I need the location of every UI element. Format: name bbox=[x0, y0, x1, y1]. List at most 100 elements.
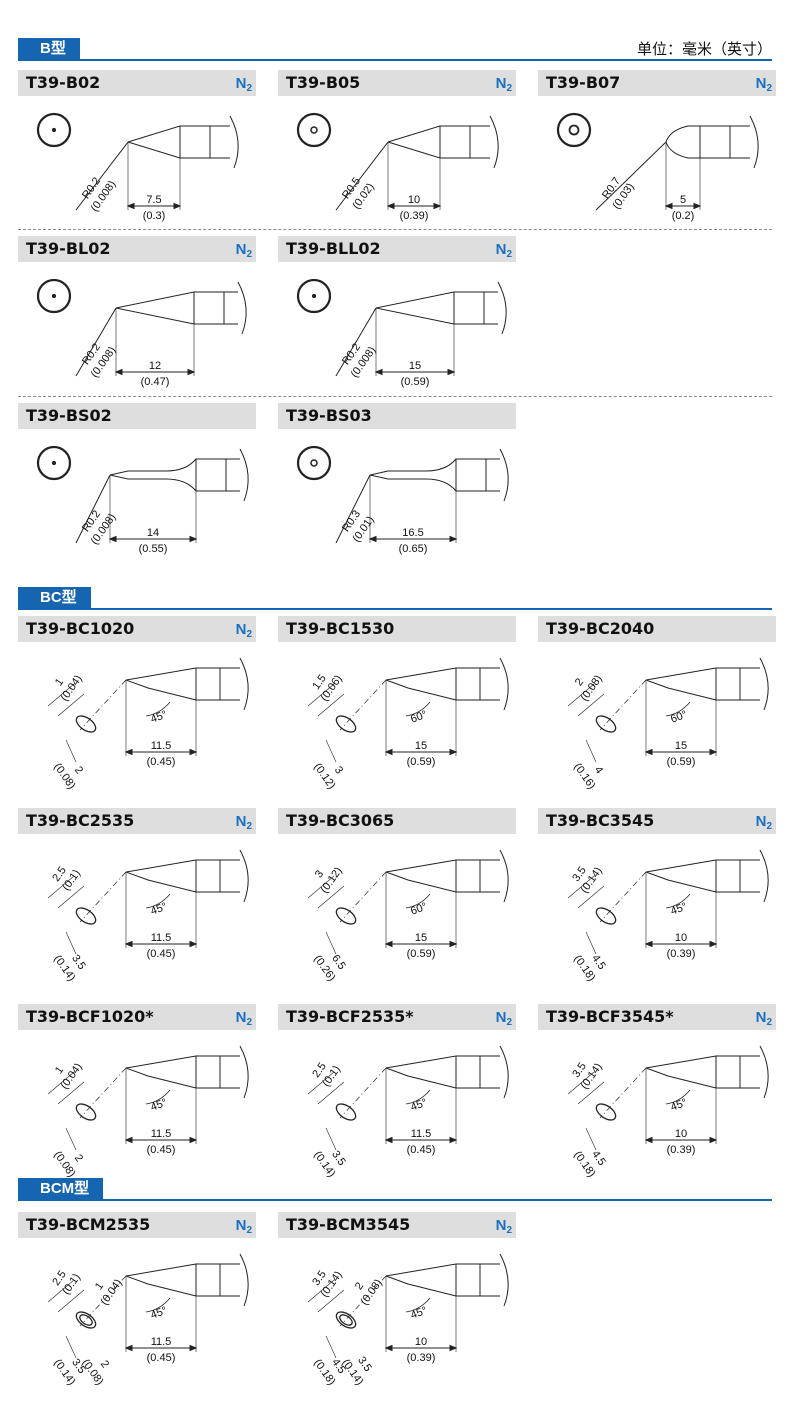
length-inch-label: (0.55) bbox=[139, 543, 168, 555]
depth-mm-label: 3 bbox=[332, 764, 345, 776]
n2-subscript: 2 bbox=[506, 83, 512, 94]
tip-model-name: T39-BCM3545 bbox=[286, 1215, 411, 1234]
end-view-circle bbox=[296, 278, 332, 314]
center-line bbox=[599, 679, 647, 731]
tip-header: T39-BS02 bbox=[18, 403, 256, 429]
tip-model-name: T39-BCF3545* bbox=[546, 1007, 674, 1026]
n2-subscript: 2 bbox=[766, 821, 772, 832]
tip-outline bbox=[645, 667, 760, 681]
n2-symbol: N bbox=[235, 813, 247, 830]
center-line bbox=[339, 1067, 387, 1119]
n2-subscript: 2 bbox=[506, 249, 512, 260]
tip-model-name: T39-BC2040 bbox=[546, 619, 655, 638]
section-label: B型 bbox=[40, 40, 66, 57]
nitrogen-badge: N2 bbox=[235, 241, 252, 260]
n2-subscript: 2 bbox=[246, 1225, 252, 1236]
end-view-circle bbox=[36, 278, 72, 314]
tip-drawing: 7.5(0.3)R0.2(0.008) bbox=[36, 112, 239, 222]
tip-outline bbox=[375, 291, 498, 309]
tip-drawing: 45°2.5(0.1)3.5(0.14)1(0.04)2(0.08)11.5(0… bbox=[47, 1253, 249, 1387]
n2-symbol: N bbox=[495, 1009, 507, 1026]
length-mm-label: 11.5 bbox=[411, 1128, 432, 1140]
nitrogen-badge: N2 bbox=[756, 75, 772, 94]
dimension-arrows bbox=[374, 368, 456, 376]
extension-line bbox=[47, 1071, 75, 1095]
break-line bbox=[489, 115, 499, 169]
tip-model-name: T39-BCM2535 bbox=[26, 1215, 151, 1234]
tip-header: T39-BCF1020*N2 bbox=[18, 1004, 256, 1030]
extension-line bbox=[325, 739, 337, 763]
tip-point-icon bbox=[51, 293, 57, 299]
angle-arc bbox=[405, 1089, 431, 1105]
tip-header: T39-BC2040 bbox=[538, 616, 776, 642]
dimension-arrows bbox=[644, 1136, 718, 1144]
length-mm-label: 14 bbox=[147, 527, 159, 539]
extension-line bbox=[57, 885, 85, 909]
extension-line bbox=[57, 1289, 85, 1313]
tip-outline bbox=[115, 291, 238, 309]
center-line bbox=[599, 871, 647, 923]
tip-header: T39-B05 N2 bbox=[278, 70, 516, 96]
tip-model-name: T39-BCF1020* bbox=[26, 1007, 154, 1026]
center-line bbox=[339, 871, 387, 923]
tip-outline bbox=[387, 125, 490, 143]
n2-symbol: N bbox=[235, 621, 247, 638]
nitrogen-badge: N2 bbox=[236, 75, 252, 94]
tip-outline bbox=[125, 871, 240, 893]
dimension-arrows bbox=[114, 368, 196, 376]
nitrogen-badge: N2 bbox=[235, 813, 252, 832]
section-divider bbox=[18, 1199, 772, 1201]
extension-line bbox=[577, 885, 605, 909]
tip-outline bbox=[385, 1275, 500, 1297]
break-line bbox=[239, 1045, 249, 1099]
break-line bbox=[237, 281, 247, 335]
length-mm-label: 5 bbox=[680, 194, 686, 206]
section-tab-bcm: BCM型 bbox=[18, 1178, 104, 1200]
center-line bbox=[79, 1067, 127, 1119]
length-mm-label: 11.5 bbox=[151, 740, 172, 752]
angle-label: 45° bbox=[409, 1305, 429, 1322]
length-inch-label: (0.45) bbox=[147, 1352, 176, 1364]
tip-outline bbox=[127, 125, 230, 143]
end-view-circle bbox=[556, 112, 592, 148]
dimension-arrows bbox=[384, 748, 458, 756]
n2-symbol: N bbox=[755, 813, 767, 830]
tip-outline bbox=[385, 1067, 500, 1089]
break-line bbox=[239, 1253, 249, 1307]
tip-outline bbox=[375, 307, 498, 325]
extension-line bbox=[307, 1071, 335, 1095]
angle-label: 45° bbox=[149, 709, 169, 726]
extension-line bbox=[585, 931, 597, 955]
bevel-face-inner bbox=[79, 1314, 93, 1326]
bevel-face bbox=[75, 1311, 97, 1329]
extension-line bbox=[65, 931, 77, 955]
n2-subscript: 2 bbox=[506, 1017, 512, 1028]
n2-subscript: 2 bbox=[246, 821, 252, 832]
row-separator bbox=[18, 229, 772, 230]
section-tab-bc: BC型 bbox=[18, 587, 91, 609]
extension-line bbox=[567, 875, 595, 899]
angle-arc bbox=[665, 701, 691, 717]
tip-point-icon bbox=[51, 460, 57, 466]
center-line bbox=[339, 679, 387, 731]
tip-model-name: T39-B05 bbox=[286, 73, 361, 92]
tip-model-name: T39-BC1530 bbox=[286, 619, 395, 638]
n2-symbol: N bbox=[235, 1009, 247, 1026]
center-line bbox=[79, 1275, 127, 1327]
tip-point-icon bbox=[311, 293, 317, 299]
section-tab-b: B型 bbox=[18, 38, 80, 60]
length-inch-label: (0.39) bbox=[407, 1352, 436, 1364]
length-inch-label: (0.65) bbox=[399, 543, 428, 555]
tip-point-icon bbox=[51, 127, 57, 133]
n2-symbol: N bbox=[235, 241, 247, 258]
n2-symbol: N bbox=[495, 75, 507, 92]
length-inch-label: (0.3) bbox=[143, 210, 166, 222]
tip-model-name: T39-BC1020 bbox=[26, 619, 135, 638]
angle-arc bbox=[665, 893, 691, 909]
